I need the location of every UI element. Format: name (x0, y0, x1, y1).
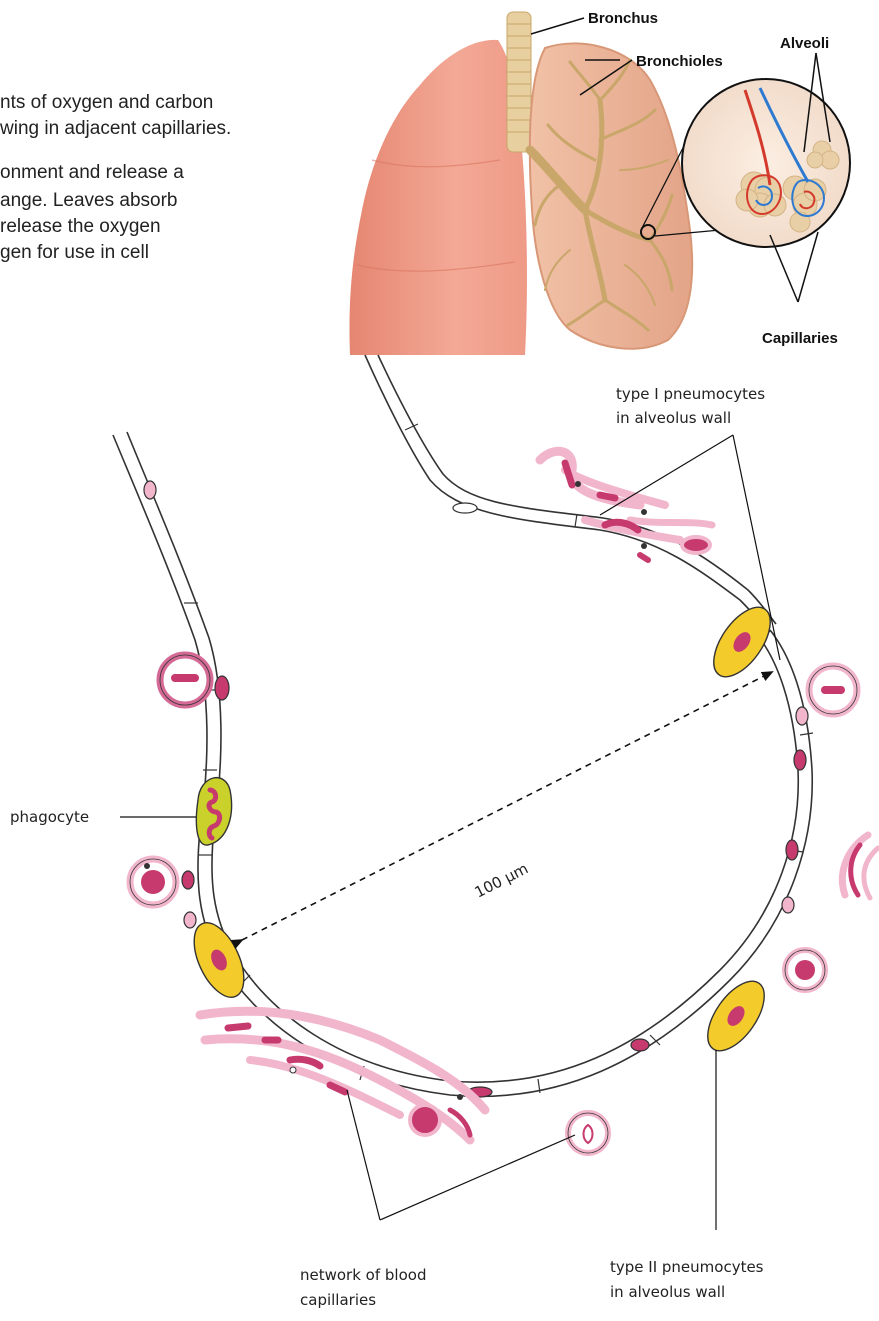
phagocyte-cell (196, 778, 231, 845)
label-type1-line2: in alveolus wall (616, 409, 731, 427)
capillary-arcs-right (842, 835, 878, 898)
label-bronchioles: Bronchioles (636, 53, 723, 70)
alveolus-wall-left-outer (113, 435, 812, 1096)
label-alveoli: Alveoli (780, 35, 829, 52)
lung-figure: Bronchus Bronchioles Alveoli Capillaries (350, 10, 851, 355)
type2-pneumocyte-cells (184, 598, 781, 1060)
capillary-cross-sections (130, 655, 857, 1153)
capillary-network-bottom (200, 1011, 485, 1140)
label-phagocyte: phagocyte (10, 808, 89, 826)
label-bronchus: Bronchus (588, 10, 658, 27)
alveolus-figure: 100 μm type I pneumocytes in alveolus wa… (10, 355, 878, 1309)
scale-arrow (242, 672, 772, 940)
capillary-network-top (540, 451, 712, 560)
label-capillaries: Capillaries (762, 330, 838, 347)
label-type2-line2: in alveolus wall (610, 1283, 725, 1301)
label-type2-line1: type II pneumocytes (610, 1258, 764, 1276)
label-capillary-line2: capillaries (300, 1291, 376, 1309)
label-scale: 100 μm (472, 859, 531, 901)
bronchus-tube (507, 12, 531, 152)
label-capillary-line1: network of blood (300, 1266, 426, 1284)
label-type1-line1: type I pneumocytes (616, 385, 765, 403)
left-lung (350, 40, 527, 355)
